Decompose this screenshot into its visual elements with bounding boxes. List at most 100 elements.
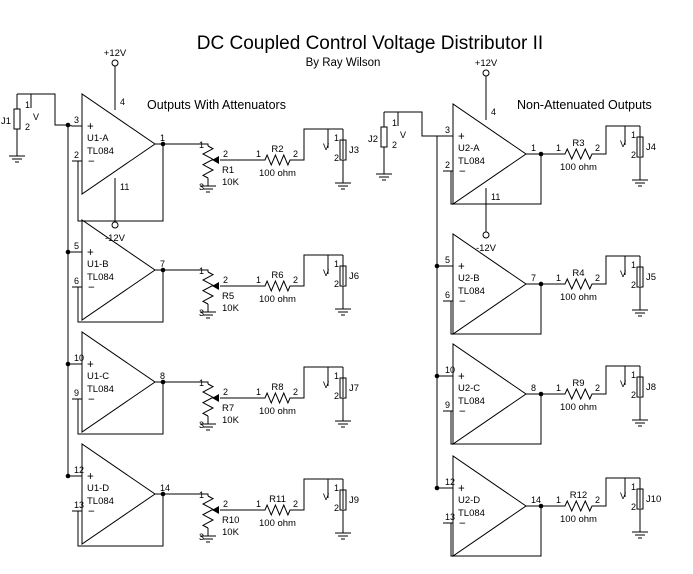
junction-dot [538, 281, 544, 287]
resistor-designator: R4 [572, 268, 584, 279]
pin-number: 4 [120, 97, 125, 107]
plus-sign: + [87, 359, 94, 371]
pin-number: 2 [223, 387, 228, 397]
pin-number: 1 [334, 483, 339, 493]
opamp-triangle [81, 443, 156, 545]
jack-v-mark: V [620, 491, 626, 501]
jack-designator: J8 [646, 382, 656, 393]
amp-designator: U1-A [87, 133, 109, 144]
opamp-triangle [81, 331, 156, 433]
pin-number: 1 [256, 149, 261, 159]
opamp-triangle [452, 343, 527, 445]
wire [443, 394, 542, 445]
pot-designator: R1 [222, 165, 234, 176]
opamp-triangle [452, 455, 527, 557]
junction-dot [434, 373, 440, 379]
minus-sign: − [459, 166, 466, 178]
wire [602, 365, 625, 395]
amp-designator: U1-D [87, 483, 109, 494]
junction-dot [160, 379, 166, 385]
resistor-value: 100 ohm [560, 162, 597, 173]
pin-number: 3 [74, 115, 79, 125]
pin-number: 2 [25, 122, 30, 132]
resistor-value: 100 ohm [560, 402, 597, 413]
pin-number: 10 [445, 365, 455, 375]
minus-sign: − [459, 406, 466, 418]
ground-symbol [200, 178, 216, 193]
pin-number: 3 [445, 125, 450, 135]
jack-v-mark: V [620, 269, 626, 279]
pin-number: 12 [74, 465, 84, 475]
resistor-designator: R8 [271, 382, 283, 393]
pin-number: 7 [531, 273, 536, 283]
jack-body [380, 126, 388, 148]
pin-number: 1 [631, 482, 636, 492]
jack-v-mark: V [620, 379, 626, 389]
resistor-designator: R3 [572, 138, 584, 149]
ground-symbol [632, 412, 648, 427]
ground-symbol [632, 172, 648, 187]
wire [171, 381, 209, 384]
wire [384, 111, 437, 137]
pin-number: 2 [293, 275, 298, 285]
wire [602, 477, 625, 507]
wiper-arrow [212, 506, 219, 514]
resistor-designator: R11 [269, 494, 286, 505]
potentiometer-symbol [201, 495, 215, 529]
jack-v-mark: V [323, 492, 329, 502]
junction-dot [434, 263, 440, 269]
amp-designator: U1-B [87, 259, 109, 270]
resistor-symbol [555, 147, 602, 161]
junction-dot [538, 503, 544, 509]
resistor-symbol [555, 499, 602, 513]
resistor-value: 100 ohm [259, 168, 296, 179]
pin-number: 10 [74, 353, 84, 363]
power-terminal [482, 69, 490, 77]
resistor-value: 100 ohm [259, 294, 296, 305]
opamp-triangle [452, 103, 527, 205]
pot-value: 10K [222, 177, 240, 188]
amp-type: TL084 [458, 508, 485, 519]
pin-number: 1 [256, 275, 261, 285]
jack-designator: J9 [349, 495, 359, 506]
amp-designator: U2-C [458, 383, 480, 394]
pin-number: 2 [631, 390, 636, 400]
pin-number: 3 [199, 532, 204, 542]
opamp-triangle [452, 233, 527, 335]
pin-number: 1 [556, 383, 561, 393]
pin-number: 1 [334, 133, 339, 143]
ground-symbol [200, 304, 216, 319]
pin-number: 8 [160, 371, 165, 381]
junction-dot [538, 151, 544, 157]
pin-number: 1 [334, 259, 339, 269]
pin-number: 2 [223, 149, 228, 159]
pin-number: 2 [595, 383, 600, 393]
pin-number: 1 [392, 118, 397, 128]
junction-dot [434, 485, 440, 491]
minus-sign: − [459, 518, 466, 530]
wire [72, 494, 164, 547]
jack-v-mark: V [620, 139, 626, 149]
pin-number: 1 [199, 378, 204, 388]
jack-v-mark: V [323, 268, 329, 278]
wire [300, 366, 328, 399]
amp-type: TL084 [87, 272, 114, 283]
pin-number: 3 [199, 420, 204, 430]
pin-number: 1 [256, 387, 261, 397]
resistor-value: 100 ohm [259, 406, 296, 417]
plus-sign: + [458, 261, 465, 273]
resistor-designator: R6 [271, 270, 283, 281]
jack-designator: J7 [349, 383, 359, 394]
ground-symbol [335, 525, 351, 540]
pot-value: 10K [222, 415, 240, 426]
amp-type: TL084 [87, 496, 114, 507]
pin-number: 2 [293, 387, 298, 397]
resistor-symbol [255, 503, 300, 517]
power-terminal [482, 231, 490, 239]
pin-number: 2 [223, 499, 228, 509]
pin-number: 2 [595, 143, 600, 153]
